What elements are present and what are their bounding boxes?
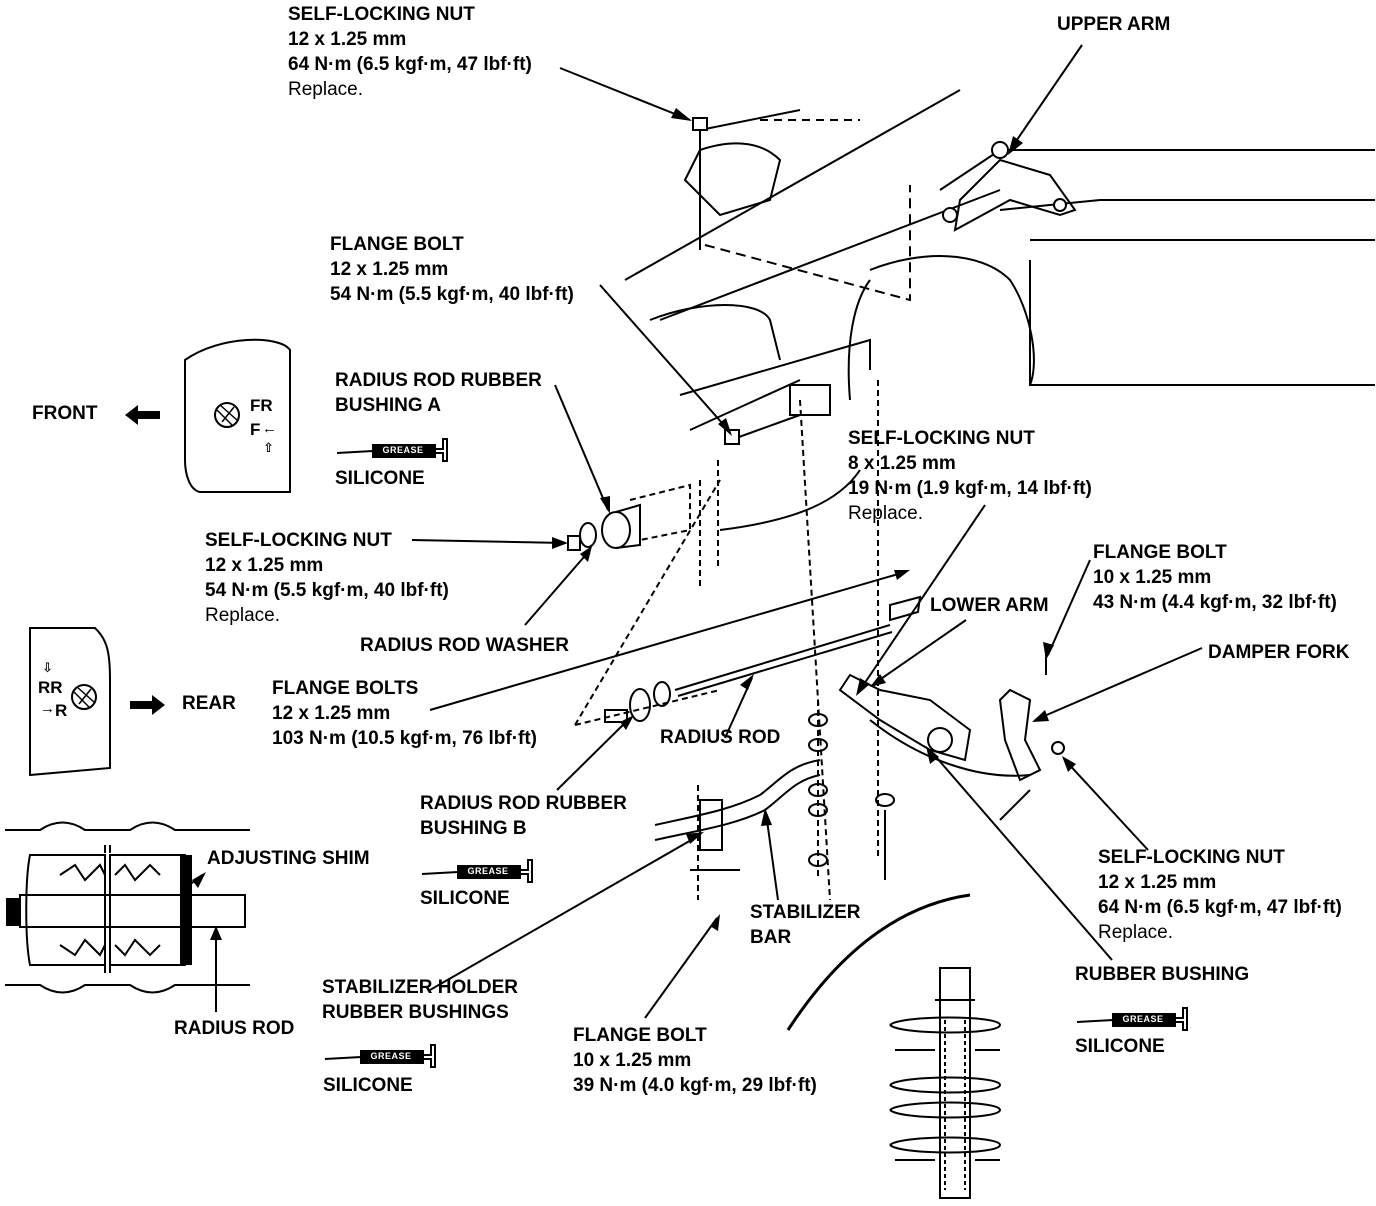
r-badge-text: R [55, 701, 68, 720]
flange-bolt-10-right-title: FLANGE BOLT [1093, 542, 1227, 563]
radius-rod-label: RADIUS ROD [660, 727, 781, 748]
nut-8-title: SELF-LOCKING NUT [848, 428, 1035, 449]
nut-left-title: SELF-LOCKING NUT [205, 530, 392, 551]
adjusting-shim-label: ADJUSTING SHIM [207, 848, 370, 869]
radius-rod-inset-label: RADIUS ROD [174, 1018, 295, 1039]
bushing-b-label: RADIUS ROD RUBBER BUSHING B [420, 791, 627, 841]
flange-bolt-upper-size: 12 x 1.25 mm [330, 259, 449, 280]
damper-fork-label: DAMPER FORK [1208, 642, 1350, 663]
flange-bolt-upper-label: FLANGE BOLT 12 x 1.25 mm 54 N·m (5.5 kgf… [330, 232, 574, 307]
top-nut-size: 12 x 1.25 mm [288, 29, 407, 50]
lower-arm-label: LOWER ARM [930, 595, 1049, 616]
nut-8-torque: 19 N·m (1.9 kgf·m, 14 lbf·ft) [848, 478, 1092, 499]
nut-right-note: Replace. [1098, 922, 1173, 943]
silicone-label-holder: SILICONE [323, 1075, 413, 1096]
bushing-a-line1: RADIUS ROD RUBBER [335, 370, 542, 391]
flange-bolt-10-right-size: 10 x 1.25 mm [1093, 567, 1212, 588]
holder-bushings-label: STABILIZER HOLDER RUBBER BUSHINGS [322, 975, 518, 1025]
flange-bolts-size: 12 x 1.25 mm [272, 703, 391, 724]
flange-bolts-title: FLANGE BOLTS [272, 678, 419, 699]
rr-badge-text: RR [38, 678, 63, 697]
grease-tube-icon: GREASE [1075, 1004, 1190, 1034]
nut-8-size: 8 x 1.25 mm [848, 453, 956, 474]
flange-bolt-bottom-label: FLANGE BOLT 10 x 1.25 mm 39 N·m (4.0 kgf… [573, 1023, 817, 1098]
bushing-a-line2: BUSHING A [335, 395, 441, 416]
stabilizer-bar-label: STABILIZER BAR [750, 900, 860, 950]
fr-badge-text: FR [250, 396, 273, 415]
f-badge-text: F [250, 420, 261, 439]
nut-right-size: 12 x 1.25 mm [1098, 872, 1217, 893]
upper-arm-label: UPPER ARM [1057, 14, 1171, 35]
radius-rod-washer-label: RADIUS ROD WASHER [360, 635, 570, 656]
rubber-bushing-label: RUBBER BUSHING [1075, 964, 1250, 985]
nut-8-note: Replace. [848, 503, 923, 524]
flange-bolts-label: FLANGE BOLTS 12 x 1.25 mm 103 N·m (10.5 … [272, 676, 537, 751]
top-nut-note: Replace. [288, 79, 363, 100]
top-nut-label: SELF-LOCKING NUT 12 x 1.25 mm 64 N·m (6.… [288, 2, 532, 102]
flange-bolt-upper-title: FLANGE BOLT [330, 234, 464, 255]
top-nut-torque: 64 N·m (6.5 kgf·m, 47 lbf·ft) [288, 54, 532, 75]
nut-left-size: 12 x 1.25 mm [205, 555, 324, 576]
grease-tube-icon: GREASE [323, 1041, 438, 1071]
seat-icon: ⇧ [263, 440, 274, 455]
silicone-label-a: SILICONE [335, 468, 425, 489]
flange-bolt-10-right-torque: 43 N·m (4.4 kgf·m, 32 lbf·ft) [1093, 592, 1337, 613]
nut-right-torque: 64 N·m (6.5 kgf·m, 47 lbf·ft) [1098, 897, 1342, 918]
grease-tube-icon: GREASE [420, 856, 535, 886]
flange-bolt-bottom-torque: 39 N·m (4.0 kgf·m, 29 lbf·ft) [573, 1075, 817, 1096]
flange-bolts-torque: 103 N·m (10.5 kgf·m, 76 lbf·ft) [272, 728, 537, 749]
flange-bolt-bottom-title: FLANGE BOLT [573, 1025, 707, 1046]
flange-bolt-10-right-label: FLANGE BOLT 10 x 1.25 mm 43 N·m (4.4 kgf… [1093, 540, 1337, 615]
grease-tube-icon: GREASE [335, 435, 450, 465]
bushing-a-label: RADIUS ROD RUBBER BUSHING A [335, 368, 542, 418]
nut-right-title: SELF-LOCKING NUT [1098, 847, 1285, 868]
f-arrow-icon: ← [262, 420, 277, 437]
front-label: FRONT [32, 403, 98, 424]
stabilizer-bar-line2: BAR [750, 927, 792, 948]
flange-bolt-bottom-size: 10 x 1.25 mm [573, 1050, 692, 1071]
bushing-b-line1: RADIUS ROD RUBBER [420, 793, 627, 814]
nut-left-torque: 54 N·m (5.5 kgf·m, 40 lbf·ft) [205, 580, 449, 601]
nut-right-label: SELF-LOCKING NUT 12 x 1.25 mm 64 N·m (6.… [1098, 845, 1342, 945]
rear-label: REAR [182, 693, 236, 714]
grease-tag: GREASE [367, 1050, 415, 1062]
nut-8-label: SELF-LOCKING NUT 8 x 1.25 mm 19 N·m (1.9… [848, 426, 1092, 526]
holder-bushings-line1: STABILIZER HOLDER [322, 977, 518, 998]
stabilizer-bar-line1: STABILIZER [750, 902, 861, 923]
nut-left-label: SELF-LOCKING NUT 12 x 1.25 mm 54 N·m (5.… [205, 528, 449, 628]
grease-tag: GREASE [379, 444, 427, 456]
nut-left-note: Replace. [205, 605, 280, 626]
seat-icon: ⇩ [42, 660, 53, 675]
r-arrow-icon: → [40, 700, 55, 717]
top-nut-title: SELF-LOCKING NUT [288, 4, 475, 25]
grease-tag: GREASE [1119, 1013, 1167, 1025]
silicone-label-rubber: SILICONE [1075, 1036, 1165, 1057]
holder-bushings-line2: RUBBER BUSHINGS [322, 1002, 509, 1023]
bushing-b-line2: BUSHING B [420, 818, 527, 839]
silicone-label-b: SILICONE [420, 888, 510, 909]
flange-bolt-upper-torque: 54 N·m (5.5 kgf·m, 40 lbf·ft) [330, 284, 574, 305]
grease-tag: GREASE [464, 865, 512, 877]
